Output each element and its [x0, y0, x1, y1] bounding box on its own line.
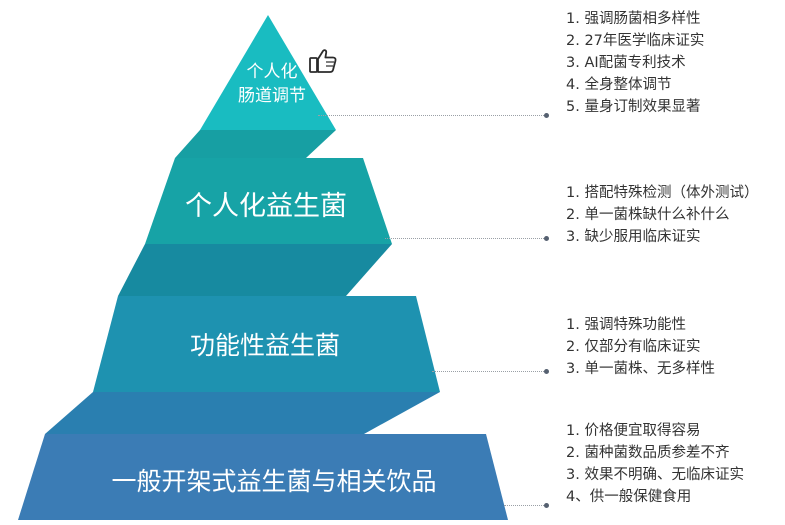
- leader-dot-4: [544, 503, 549, 508]
- leader-line-1: [318, 115, 546, 116]
- note-item: 4. 全身整体调节: [566, 77, 672, 93]
- apex-label-line1: 个人化: [246, 62, 298, 82]
- leader-line-2: [385, 238, 546, 239]
- pyramid-tier-2: [145, 158, 392, 244]
- note-item: 1. 强调特殊功能性: [566, 317, 686, 333]
- thumbs-up-icon: [309, 49, 337, 73]
- tier2-label: 个人化益生菌: [185, 191, 347, 222]
- pyramid-tier-4: [18, 434, 508, 520]
- tier3-label: 功能性益生菌: [189, 331, 340, 360]
- note-item: 2. 单一菌株缺什么补什么: [566, 207, 730, 223]
- connector-band-3: [45, 392, 440, 434]
- note-item: 4、供一般保健食用: [566, 489, 692, 505]
- note-item: 1. 价格便宜取得容易: [566, 423, 701, 439]
- note-item: 3. AI配菌专利技术: [566, 55, 686, 71]
- pyramid-tier-3: [93, 296, 440, 392]
- notes-tier4: 1. 价格便宜取得容易 2. 菌种菌数品质参差不齐 3. 效果不明确、无临床证实…: [566, 420, 744, 508]
- apex-label: 个人化 肠道调节: [222, 60, 322, 108]
- connector-band-1: [175, 130, 336, 158]
- note-item: 3. 单一菌株、无多样性: [566, 361, 715, 377]
- note-item: 3. 效果不明确、无临床证实: [566, 467, 744, 483]
- tier4-label: 一般开架式益生菌与相关饮品: [111, 467, 437, 496]
- notes-apex: 1. 强调肠菌相多样性 2. 27年医学临床证实 3. AI配菌专利技术 4. …: [566, 8, 704, 118]
- note-item: 2. 仅部分有临床证实: [566, 339, 701, 355]
- connector-band-2: [118, 244, 392, 296]
- note-item: 2. 菌种菌数品质参差不齐: [566, 445, 730, 461]
- apex-label-line2: 肠道调节: [238, 86, 306, 106]
- leader-dot-3: [544, 369, 549, 374]
- notes-tier3: 1. 强调特殊功能性 2. 仅部分有临床证实 3. 单一菌株、无多样性: [566, 314, 715, 380]
- notes-tier2: 1. 搭配特殊检测（体外测试） 2. 单一菌株缺什么补什么 3. 缺少服用临床证…: [566, 182, 758, 248]
- leader-line-4: [504, 505, 546, 506]
- note-item: 1. 强调肠菌相多样性: [566, 11, 701, 27]
- note-item: 2. 27年医学临床证实: [566, 33, 705, 49]
- pyramid-apex: [200, 15, 336, 130]
- leader-dot-2: [544, 236, 549, 241]
- note-item: 5. 量身订制效果显著: [566, 99, 701, 115]
- leader-dot-1: [544, 113, 549, 118]
- note-item: 1. 搭配特殊检测（体外测试）: [566, 185, 759, 201]
- leader-line-3: [432, 371, 546, 372]
- note-item: 3. 缺少服用临床证实: [566, 229, 701, 245]
